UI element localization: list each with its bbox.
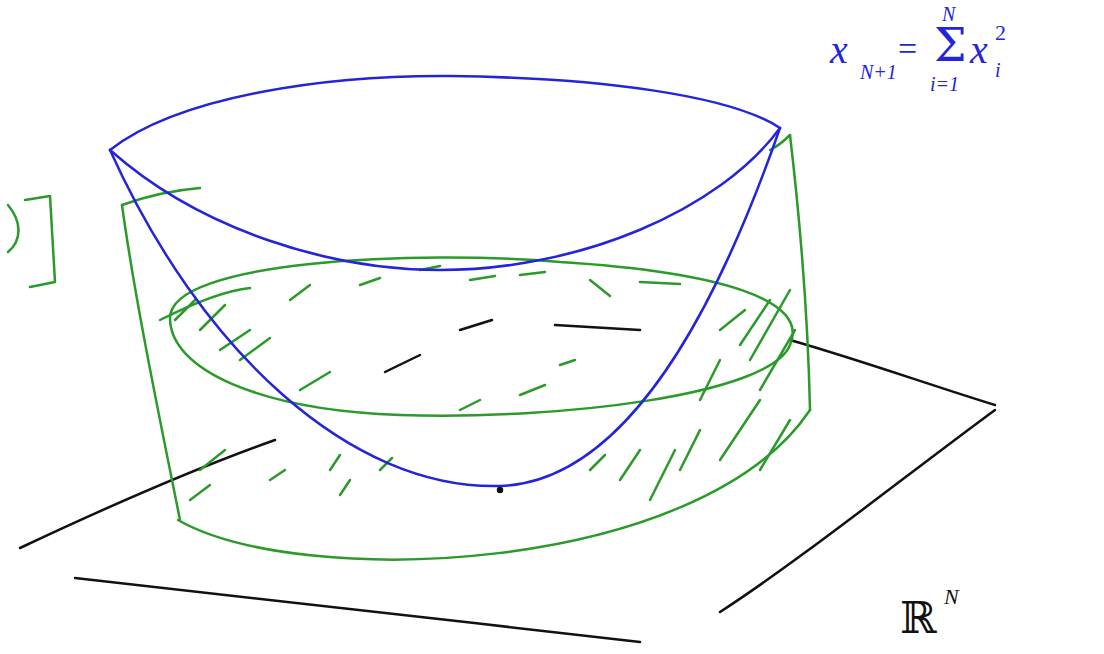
sum-limit: N bbox=[942, 4, 955, 24]
equals-sign: = bbox=[898, 32, 917, 66]
bracket bbox=[8, 196, 55, 287]
plane bbox=[20, 340, 995, 642]
sketch-marks bbox=[385, 320, 640, 492]
exponent: 2 bbox=[995, 22, 1006, 44]
dimension: N bbox=[944, 586, 959, 608]
subscript: N+1 bbox=[860, 62, 897, 82]
paraboloid bbox=[110, 76, 780, 486]
variable: x bbox=[830, 30, 848, 70]
space-symbol: ℝ bbox=[900, 596, 937, 640]
subscript: i bbox=[995, 60, 1001, 80]
sum-index: i=1 bbox=[930, 74, 959, 94]
variable: x bbox=[970, 30, 988, 70]
cylinder bbox=[122, 135, 810, 560]
sum-symbol: Σ bbox=[934, 22, 967, 68]
